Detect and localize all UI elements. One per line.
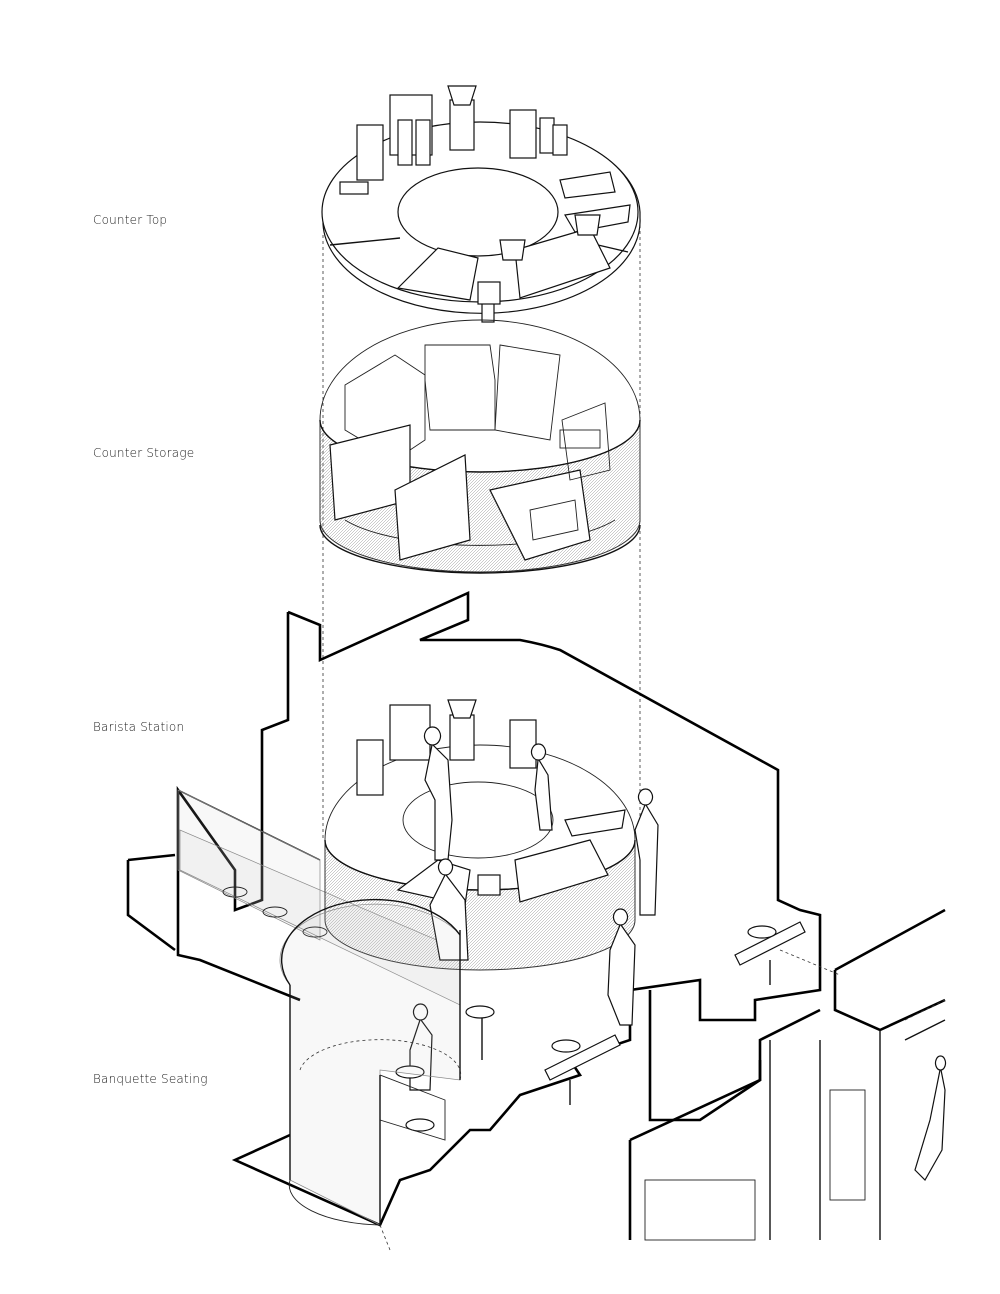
people-silhouettes (409, 726, 947, 1181)
label-banquette-seating: Banquette Seating (93, 1072, 208, 1086)
label-counter-top: Counter Top (93, 213, 168, 227)
counter-top-layer (321, 85, 641, 323)
label-counter-storage: Counter Storage (93, 446, 195, 460)
barista-station-layer (324, 699, 636, 971)
projection-lines (322, 225, 641, 840)
stools-and-tables (222, 886, 806, 1132)
label-barista-station: Barista Station (93, 720, 185, 734)
counter-storage-layer (319, 319, 641, 574)
floor-plan (126, 590, 946, 1251)
banquette-seating-layer (279, 898, 462, 1226)
